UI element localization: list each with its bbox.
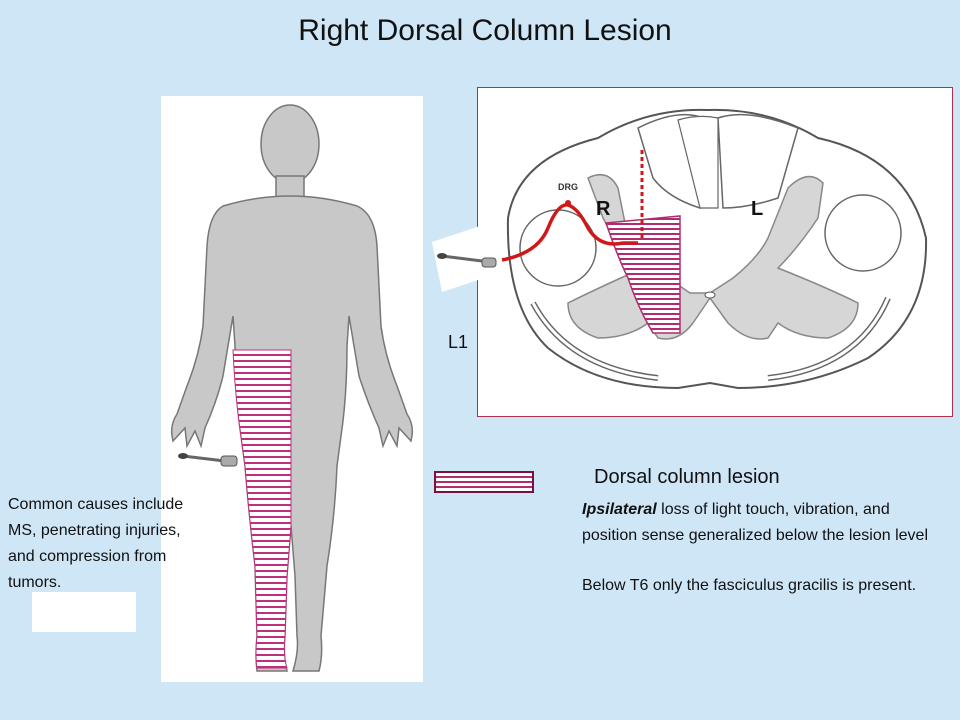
drg-dot: [565, 200, 571, 206]
legend-label: Dorsal column lesion: [594, 466, 780, 488]
common-causes-text: Common causes include MS, penetrating in…: [8, 496, 184, 591]
head-shape: [260, 104, 320, 184]
human-body-figure: [170, 104, 414, 672]
drg-label: DRG: [558, 182, 578, 192]
description-line-2: Below T6 only the fasciculus gracilis is…: [582, 577, 917, 594]
reflex-hammer-icon: [437, 253, 497, 268]
body-figure-panel: [161, 96, 423, 682]
legend-swatch: [434, 471, 534, 493]
affected-leg-region: [232, 349, 292, 669]
description-line-1: Ipsilateral loss of light touch, vibrati…: [582, 501, 928, 544]
page-title: Right Dorsal Column Lesion: [298, 14, 672, 47]
emphasis-word: Ipsilateral: [582, 501, 657, 518]
spinal-cord-panel: DRG R L: [477, 87, 953, 417]
left-lateral-tract: [824, 194, 902, 272]
causes-highlight: [32, 592, 136, 632]
spinal-cord-cross-section: DRG R L: [501, 108, 928, 390]
level-label: L1: [448, 332, 469, 352]
cord-hammer-panel: [432, 222, 502, 292]
reflex-hammer-icon: [178, 453, 238, 467]
left-side-label: L: [751, 198, 763, 220]
lesion-area: [604, 215, 681, 334]
description: Ipsilateral loss of light touch, vibrati…: [582, 497, 942, 623]
right-side-label: R: [596, 198, 611, 220]
